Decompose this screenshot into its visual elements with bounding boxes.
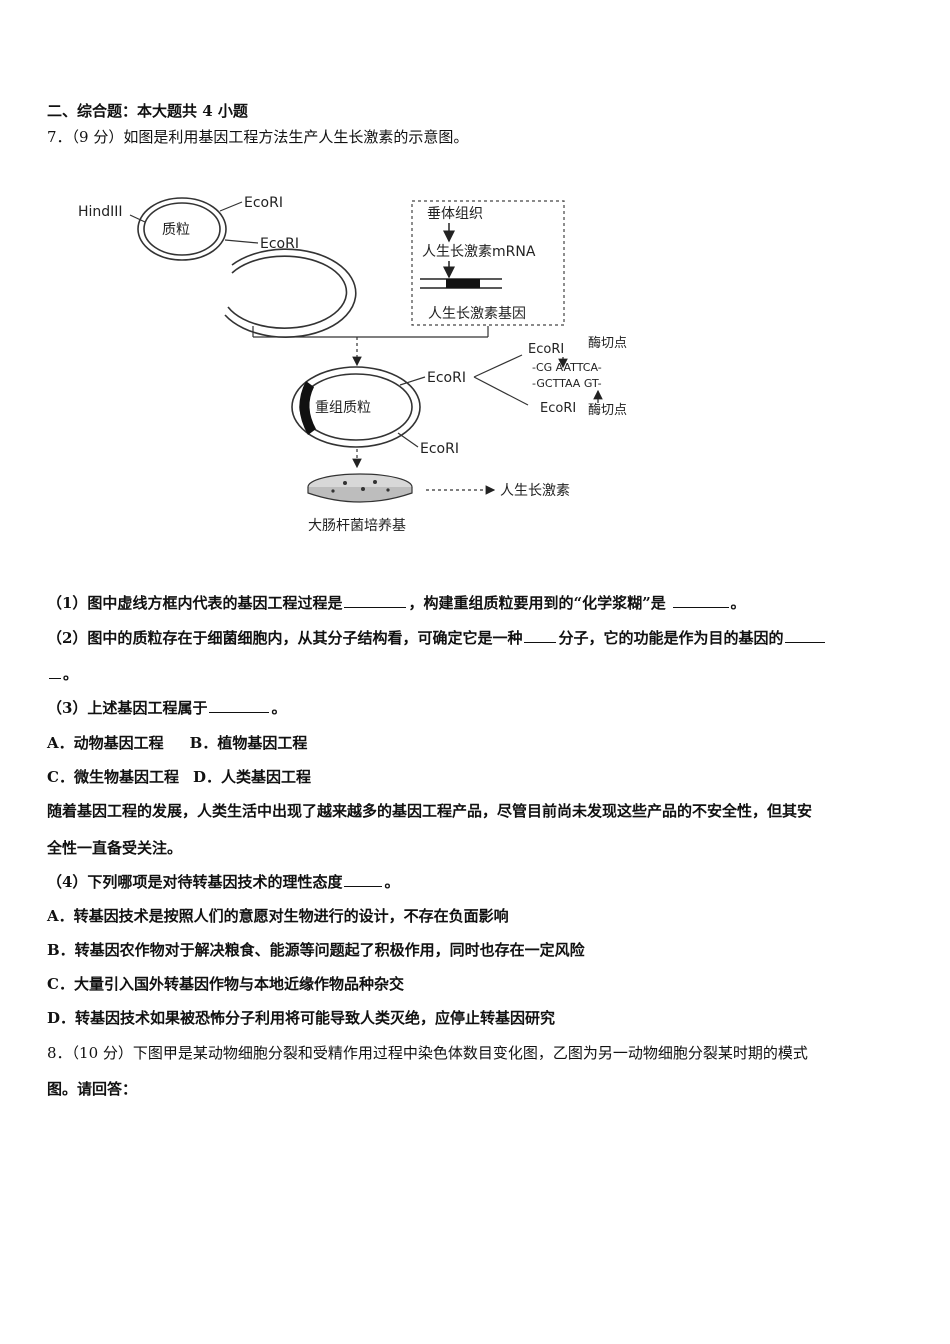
sequence-top: -CG AATTCA-	[532, 361, 602, 374]
sequence-bottom: -GCTTAA GT-	[532, 377, 602, 390]
q8-stem-line1: 8．（10 分）下图甲是某动物细胞分裂和受精作用过程中染色体数目变化图，乙图为另…	[47, 1044, 808, 1062]
q7-paragraph-line1: 随着基因工程的发展，人类生活中出现了越来越多的基因工程产品，尽管目前尚未发现这些…	[47, 802, 813, 820]
plasmid-label: 质粒	[162, 222, 190, 238]
q7-paragraph-line2: 全性一直备受关注。	[47, 839, 183, 857]
hormone-label: 人生长激素	[500, 482, 570, 499]
q7-stem: 7．（9 分）如图是利用基因工程方法生产人生长激素的示意图。	[47, 128, 469, 146]
q8-stem-line2: 图。请回答：	[47, 1080, 138, 1098]
ecori-label-top: EcoRI	[244, 195, 283, 211]
answer-blank[interactable]	[49, 664, 61, 679]
gene-label: 人生长激素基因	[428, 305, 526, 322]
answer-blank[interactable]	[344, 872, 383, 887]
q7-part1: （1）图中虚线方框内代表的基因工程过程是，构建重组质粒要用到的“化学浆糊”是 。	[47, 593, 746, 612]
ecori-label-rec-bottom: EcoRI	[420, 441, 459, 457]
q7-part2: （2）图中的质粒存在于细菌细胞内，从其分子结构看，可确定它是一种分子，它的功能是…	[47, 628, 827, 648]
q7-part2-cont: 。	[47, 664, 78, 684]
cut-site-label-bottom: 酶切点	[588, 402, 627, 418]
cut-site-label-top: 酶切点	[588, 335, 627, 351]
plasmid-ring	[137, 197, 227, 261]
ecori-label-cut-bottom: EcoRI	[540, 401, 576, 416]
q7-option-4b: B．转基因农作物对于解决粮食、能源等问题起了积极作用，同时也存在一定风险	[47, 941, 585, 959]
gene-bar	[420, 278, 502, 289]
q7-option-4a: A．转基因技术是按照人们的意愿对生物进行的设计，不存在负面影响	[47, 907, 509, 925]
opened-plasmid	[224, 248, 357, 338]
pituitary-label: 垂体组织	[427, 206, 483, 222]
gene-engineering-diagram: 质粒 HindIII EcoRI EcoRI 垂体组织 人生长激素mRNA 人生…	[78, 195, 627, 534]
petri-dish	[307, 473, 413, 503]
answer-blank[interactable]	[672, 593, 729, 608]
ecori-label-mid: EcoRI	[260, 236, 299, 252]
recombinant-plasmid	[291, 366, 421, 448]
q7-option-4d: D．转基因技术如果被恐怖分子利用将可能导致人类灭绝，应停止转基因研究	[47, 1009, 556, 1027]
answer-blank[interactable]	[344, 593, 407, 608]
q7-option-4c: C．大量引入国外转基因作物与本地近缘作物品种杂交	[47, 975, 404, 993]
connector	[252, 326, 489, 367]
answer-blank[interactable]	[785, 628, 826, 643]
answer-blank[interactable]	[209, 698, 270, 713]
answer-blank[interactable]	[524, 628, 557, 643]
ecori-label-cut-top: EcoRI	[528, 342, 564, 357]
culture-label: 大肠杆菌培养基	[308, 517, 406, 534]
recombinant-label: 重组质粒	[315, 400, 371, 416]
section-heading: 二、综合题：本大题共 4 小题	[47, 102, 248, 120]
q7-part4: （4）下列哪项是对待转基因技术的理性态度。	[47, 872, 400, 891]
hindiii-label: HindIII	[78, 204, 123, 220]
mrna-label: 人生长激素mRNA	[422, 243, 536, 260]
cut-site-callout	[473, 354, 529, 406]
q7-part3: （3）上述基因工程属于。	[47, 698, 287, 717]
ecori-label-rec-top: EcoRI	[427, 370, 466, 386]
